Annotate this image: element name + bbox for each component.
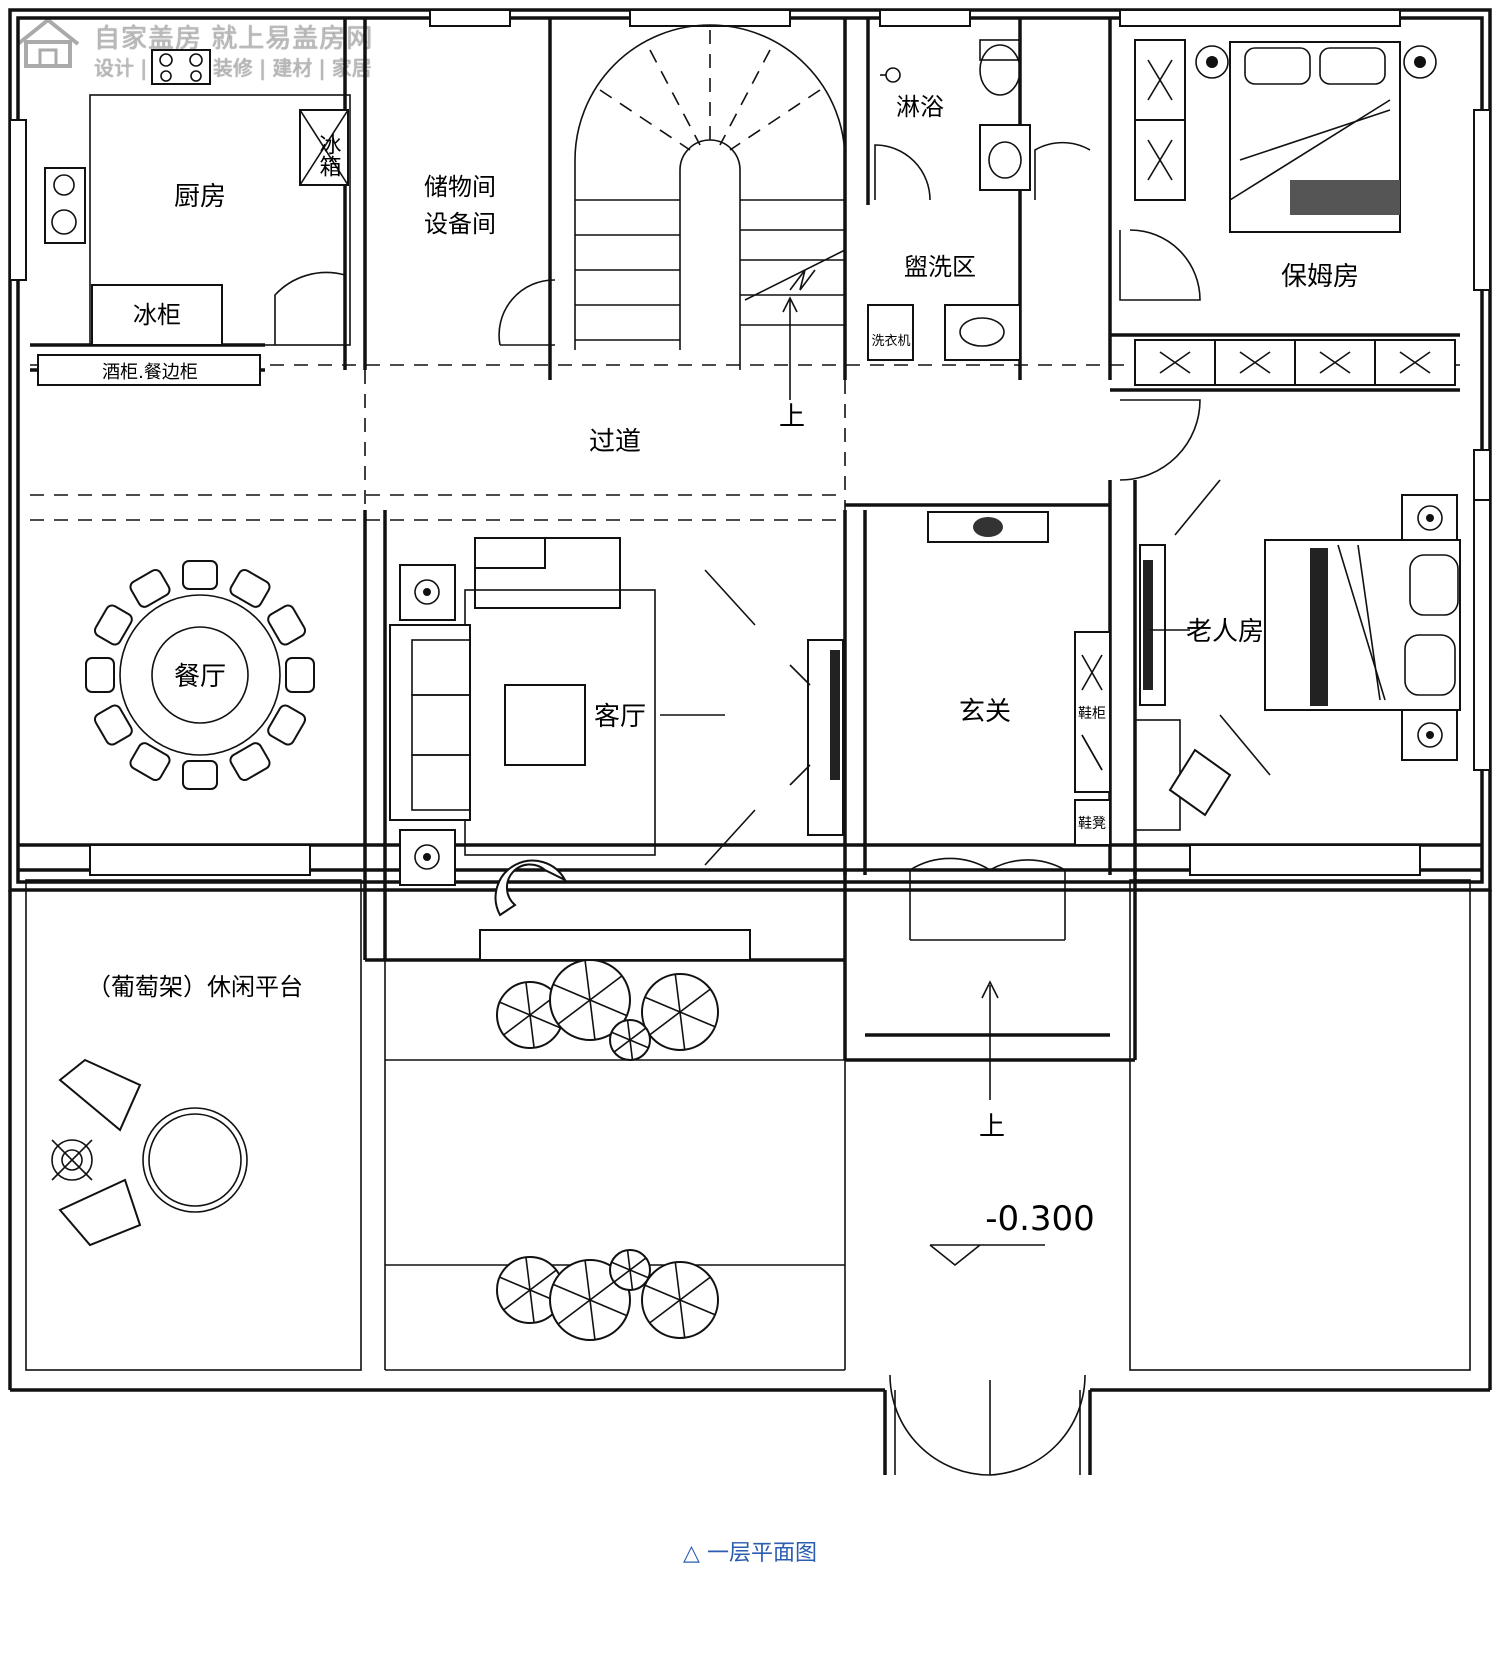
plant-leaf <box>552 983 591 1001</box>
dining-chair <box>93 704 133 746</box>
plant-leaf <box>629 1269 649 1279</box>
label-shoe-bench: 鞋凳 <box>1078 816 1106 832</box>
room-labels: 厨房 冰箱 冰柜 酒柜.餐边柜 储物间 设备间 淋浴 盥洗区 洗衣机 保姆房 过… <box>87 93 1359 1239</box>
plant-leaf <box>679 1299 716 1316</box>
plant-leaf <box>613 1039 631 1053</box>
plant-leaf <box>644 1284 681 1301</box>
label-entry-up: 上 <box>979 1112 1005 1142</box>
plant-leaf <box>674 1262 681 1301</box>
dining-chair <box>182 760 218 790</box>
label-elder-room: 老人房 <box>1186 617 1264 647</box>
kitchen <box>37 49 351 386</box>
plant-leaf <box>626 1020 631 1041</box>
dining-chair <box>285 657 315 693</box>
label-corridor: 过道 <box>589 427 641 457</box>
label-freezer: 冰柜 <box>133 301 181 329</box>
dashed-boundaries <box>30 220 1460 521</box>
dining-chair <box>267 604 307 646</box>
plant-leaf <box>589 1299 596 1340</box>
figure-caption: △ 一层平面图 <box>683 1541 817 1566</box>
plant-leaf <box>679 1276 711 1301</box>
plant-leaf <box>644 996 681 1013</box>
label-shower: 淋浴 <box>896 93 944 121</box>
plant-leaf <box>584 1260 591 1301</box>
label-elevation: -0.300 <box>985 1199 1095 1239</box>
label-stairs-up: 上 <box>779 402 805 432</box>
plant-leaf <box>679 1011 686 1050</box>
plant-leaf <box>589 999 628 1017</box>
living-room <box>389 537 844 917</box>
plant-leaf <box>611 1261 631 1271</box>
plant-leaf <box>529 1289 535 1323</box>
plant-leaf <box>629 1027 647 1041</box>
plant-leaf <box>679 1299 686 1338</box>
plant-leaf <box>529 1269 557 1291</box>
label-leisure-platform: （葡萄架）休闲平台 <box>87 973 303 1001</box>
label-living: 客厅 <box>594 702 646 732</box>
plant-leaf <box>626 1250 631 1271</box>
plant-leaf <box>529 1014 561 1029</box>
plants <box>496 959 719 1341</box>
watermark: 自家盖房 就上易盖房网 设计 | 施工 | 装修 | 建材 | 家居 <box>8 10 408 80</box>
label-dining: 餐厅 <box>174 662 226 692</box>
plant-leaf <box>649 1011 681 1036</box>
plant-leaf <box>557 999 591 1025</box>
label-wash-area: 盥洗区 <box>904 253 976 281</box>
dining-chairs <box>85 560 315 790</box>
staircase <box>498 24 846 400</box>
foyer <box>889 511 1111 1476</box>
floor-plan: 厨房 冰箱 冰柜 酒柜.餐边柜 储物间 设备间 淋浴 盥洗区 洗衣机 保姆房 过… <box>8 8 1492 1476</box>
plant-leaf <box>679 1011 716 1028</box>
plant-leaf <box>649 1299 681 1324</box>
plant-leaf <box>503 1289 531 1311</box>
plant-leaf <box>674 974 681 1013</box>
dining-chair <box>93 604 133 646</box>
plant-leaf <box>613 1269 631 1283</box>
plant-leaf <box>629 1257 647 1271</box>
plant-leaf <box>629 1039 634 1060</box>
plant-leaf <box>589 1299 628 1317</box>
plant-leaf <box>552 1283 591 1301</box>
dining-chair <box>229 742 271 782</box>
dining-chair <box>182 560 218 590</box>
dining-chair <box>267 704 307 746</box>
dining-chair <box>129 568 171 608</box>
label-washing-machine: 洗衣机 <box>871 333 910 349</box>
dining-chair <box>229 568 271 608</box>
label-storage: 储物间 <box>424 173 496 201</box>
plant-leaf <box>557 1299 591 1325</box>
plant-leaf <box>629 1269 634 1290</box>
house-logo-icon <box>16 17 80 68</box>
leisure-platform <box>51 1058 248 1247</box>
plant-leaf <box>525 1257 531 1291</box>
plant-leaf <box>679 988 711 1013</box>
dining-room <box>85 560 315 790</box>
plant-leaf <box>589 975 623 1001</box>
nanny-room <box>1119 39 1456 481</box>
elder-room <box>1134 479 1461 831</box>
dining-chair <box>85 657 115 693</box>
watermark-services: 设计 | 施工 | 装修 | 建材 | 家居 <box>94 56 372 80</box>
plant-leaf <box>503 1014 531 1036</box>
plant-leaf <box>525 982 531 1016</box>
dining-chair <box>129 742 171 782</box>
label-nanny-room: 保姆房 <box>1281 262 1359 292</box>
windows <box>9 9 1491 961</box>
bathroom <box>867 39 1091 361</box>
plant-leaf <box>589 999 596 1040</box>
plant-leaf <box>499 1001 531 1016</box>
label-kitchen: 厨房 <box>174 182 226 212</box>
label-wine-cabinet: 酒柜.餐边柜 <box>102 362 198 383</box>
plant-leaf <box>529 1014 535 1048</box>
label-foyer: 玄关 <box>959 697 1011 727</box>
label-fridge: 冰箱 <box>316 133 342 177</box>
plant-leaf <box>584 960 591 1001</box>
label-shoe-cabinet: 鞋柜 <box>1078 706 1106 722</box>
plant-leaf <box>499 1276 531 1291</box>
plant-leaf <box>611 1031 631 1041</box>
plant-leaf <box>629 1039 649 1049</box>
watermark-slogan: 自家盖房 就上易盖房网 <box>94 24 374 54</box>
label-equipment: 设备间 <box>424 210 496 238</box>
